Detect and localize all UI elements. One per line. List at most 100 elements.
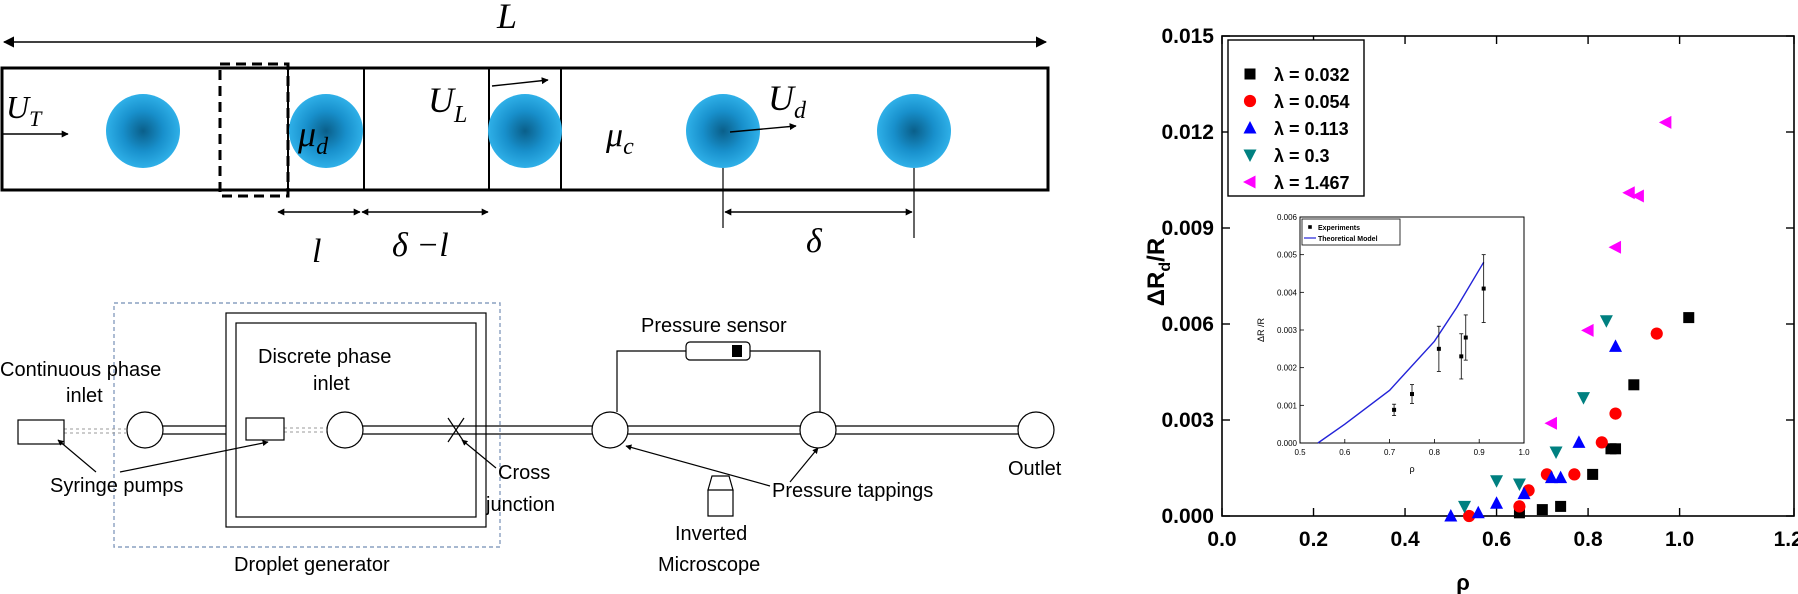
- svg-text:μc: μc: [605, 117, 634, 160]
- cross-junction-label-2: junction: [485, 494, 555, 516]
- inset-y-tick-label: 0.005: [1277, 251, 1298, 260]
- channel-schematic: L UT μd UL μc Ud l δ −l δ: [0, 0, 1050, 270]
- inset-y-tick-label: 0.003: [1277, 326, 1298, 335]
- mud-label: μ: [297, 114, 316, 154]
- main-y-tick-label: 0.015: [1161, 25, 1214, 48]
- inset-y-tick-label: 0.002: [1277, 364, 1298, 373]
- inverted-microscope-label: Inverted: [675, 523, 747, 545]
- discrete-inlet-label: Discrete phase: [258, 346, 391, 368]
- inset-legend: [1301, 218, 1401, 246]
- inset-y-label: ΔR /R: [1256, 317, 1266, 342]
- main-data-point: [1609, 407, 1622, 420]
- main-x-tick-label: 0.0: [1207, 528, 1236, 551]
- main-data-point: [1512, 478, 1526, 491]
- outlet-port: [1017, 411, 1055, 449]
- ud-sub: d: [794, 98, 807, 124]
- main-data-point: [1444, 509, 1458, 522]
- main-data-point: [1650, 327, 1663, 340]
- droplet-1: [106, 94, 180, 168]
- main-data-point: [1490, 475, 1504, 488]
- discrete-inlet-label-2: inlet: [313, 373, 350, 395]
- main-x-axis: 0.0 0.2 0.4 0.6 0.8 1.0 1.25: [1207, 36, 1798, 551]
- ud-arrow: [729, 123, 797, 133]
- droplet-4: [686, 94, 760, 168]
- inset-x-tick-label: 0.7: [1384, 448, 1396, 457]
- droplet-generator-label: Droplet generator: [234, 554, 390, 576]
- droplet-generator-box: [113, 302, 501, 548]
- l-label: l: [312, 233, 321, 270]
- ut-label: U: [6, 89, 31, 125]
- inset-y-tick-label: 0.004: [1277, 288, 1298, 297]
- dashed-control-volume: [218, 62, 290, 198]
- svg-text:UL: UL: [428, 80, 467, 128]
- main-x-tick-label: 0.2: [1299, 528, 1328, 551]
- main-data-point: [1490, 496, 1504, 509]
- theoretical-model-curve: [1317, 261, 1485, 444]
- inset-legend-label: Experiments: [1318, 225, 1360, 232]
- main-y-tick-label: 0.006: [1161, 313, 1214, 336]
- main-data-point: [1572, 435, 1586, 448]
- discrete-inlet-port: [326, 411, 364, 449]
- droplet-2: [289, 94, 363, 168]
- ul-arrow: [491, 77, 549, 87]
- inverted-microscope-label-2: Microscope: [658, 554, 760, 576]
- svg-text:μd: μd: [297, 114, 329, 160]
- syringe-pumps-label: Syringe pumps: [50, 475, 183, 497]
- inset-x-tick-label: 0.5: [1294, 448, 1306, 457]
- muc-label: μ: [605, 117, 623, 154]
- continuous-inlet-port: [126, 411, 164, 449]
- main-data-point: [1513, 500, 1526, 513]
- inset-data: [1317, 254, 1486, 444]
- main-data-point: [1544, 416, 1557, 430]
- legend-label: λ = 0.054: [1274, 92, 1350, 112]
- inset-legend-label: Theoretical Model: [1318, 236, 1378, 243]
- main-data-point: [1577, 392, 1591, 405]
- main-x-tick-label: 1.25: [1774, 528, 1798, 551]
- outlet-label: Outlet: [1008, 458, 1062, 480]
- svg-text:UT: UT: [6, 89, 43, 131]
- delta-label: δ: [806, 223, 823, 260]
- ud-label: U: [768, 78, 796, 118]
- main-data-point: [1610, 443, 1622, 455]
- main-x-tick-label: 0.4: [1390, 528, 1420, 551]
- main-y-label: ΔRd/R: [1143, 238, 1174, 306]
- continuous-inlet-label-2: inlet: [66, 385, 103, 407]
- legend-marker: [1243, 121, 1257, 134]
- ut-sub: T: [29, 106, 43, 131]
- main-channel: [363, 425, 1022, 435]
- main-data-point: [1658, 115, 1672, 129]
- cross-junction-label: Cross: [498, 462, 550, 484]
- microscope-icon: [707, 475, 734, 517]
- main-data-point: [1544, 470, 1558, 484]
- inset-y-tick-label: 0.001: [1277, 401, 1298, 410]
- continuous-inlet-label: Continuous phase: [0, 359, 161, 381]
- pressure-sensor-label: Pressure sensor: [641, 315, 787, 337]
- legend-label: λ = 0.3: [1274, 146, 1330, 166]
- main-data-point: [1628, 379, 1640, 391]
- main-data-point: [1458, 500, 1472, 514]
- legend-label: λ = 0.113: [1274, 119, 1349, 139]
- inset-x-tick-label: 1.0: [1518, 448, 1530, 457]
- main-data-point: [1683, 312, 1695, 324]
- main-x-tick-label: 0.6: [1482, 528, 1511, 551]
- channel-loop-outer: [225, 312, 487, 528]
- legend-marker: [1243, 175, 1256, 189]
- muc-sub: c: [623, 134, 634, 160]
- main-x-tick-label: 0.8: [1573, 528, 1603, 551]
- unit-cell-box: [287, 67, 365, 191]
- main-y-tick-label: 0.009: [1161, 217, 1214, 240]
- main-x-tick-label: 1.0: [1665, 528, 1694, 551]
- main-data-point: [1622, 186, 1635, 200]
- experiment-point: [1436, 346, 1441, 351]
- legend-label: λ = 1.467: [1274, 173, 1350, 193]
- main-data-point: [1609, 339, 1623, 352]
- main-data-point: [1536, 504, 1548, 516]
- legend-marker: [1244, 68, 1256, 80]
